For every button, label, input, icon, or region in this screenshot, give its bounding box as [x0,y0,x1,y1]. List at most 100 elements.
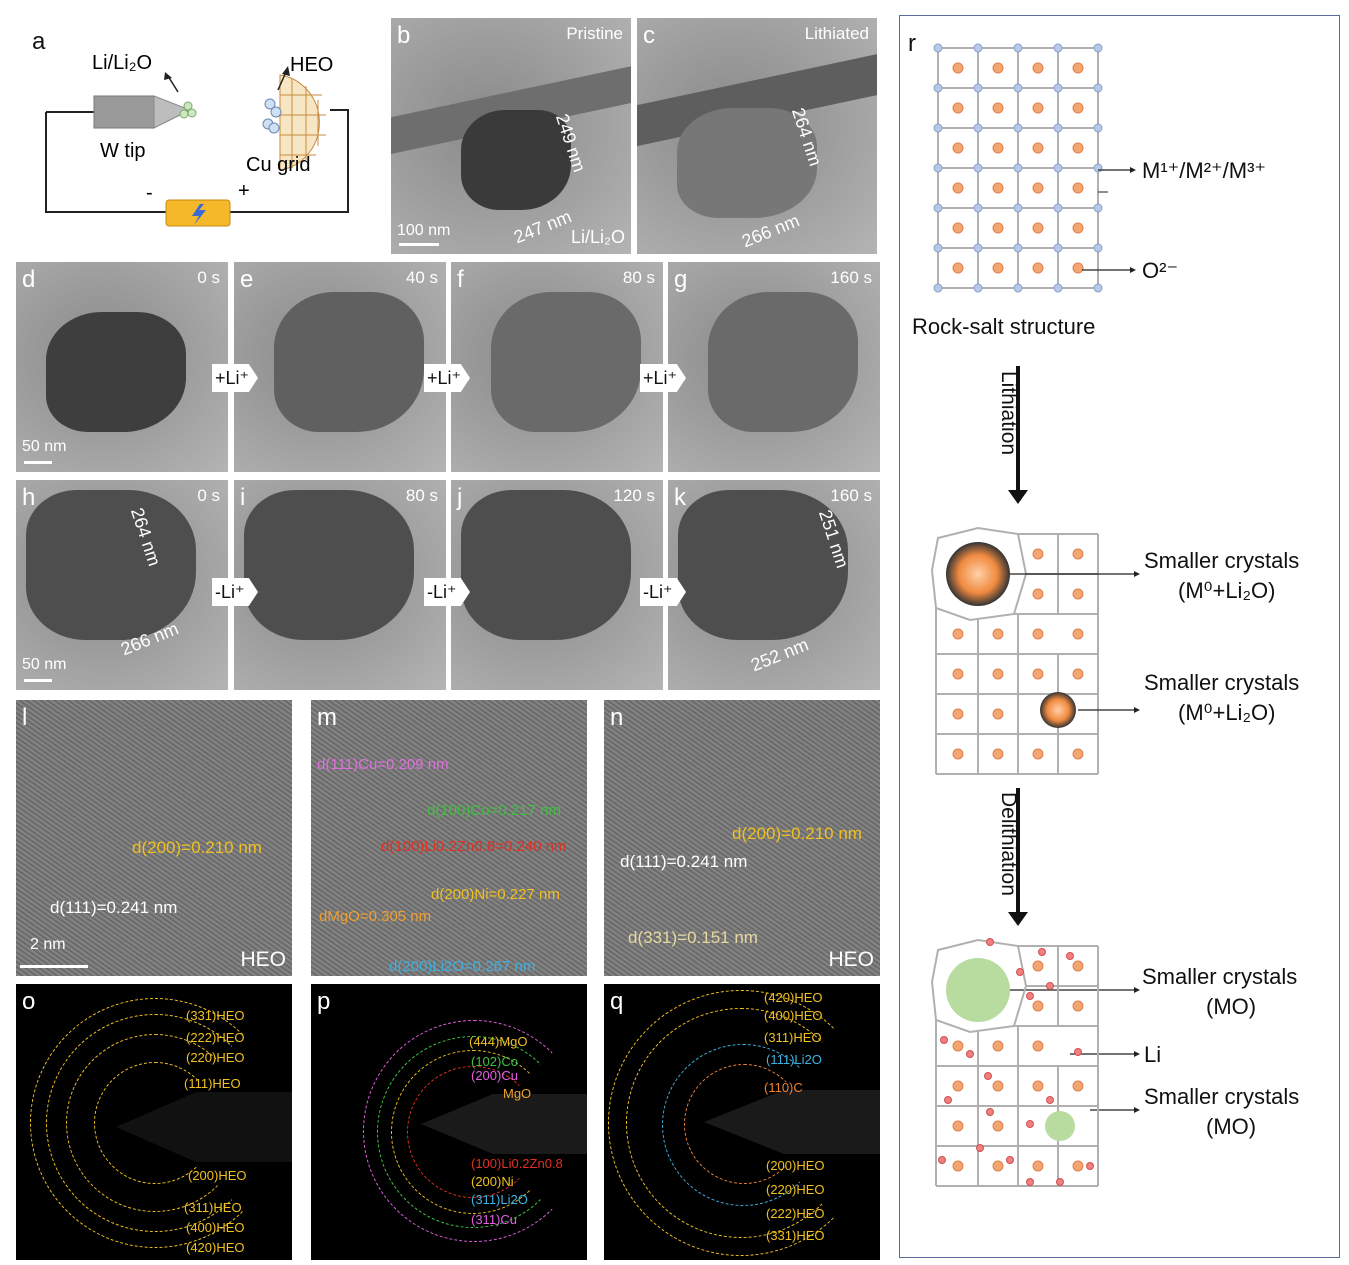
panel-m: m d(111)Cu=0.209 nm d(100)Co=0.217 nm d(… [311,700,587,976]
time-h: 0 s [197,486,220,505]
corner-label-b: Li/Li₂O [570,227,625,247]
ring-label-o-7: (420)HEO [186,1240,245,1255]
delithiation-arrow-1: -Li⁺ [212,578,258,606]
panel-j: j 120 s [451,480,663,690]
panel-label-f: f [457,266,464,293]
d331-label-n: d(331)=0.151 nm [628,928,758,947]
ring-p-4 [407,1066,539,1198]
panel-c: c Lithiated 264 nm 266 nm [637,18,877,254]
panel-label-r: r [908,30,916,57]
particle [491,292,641,432]
ring-label-o-3: (111)HEO [184,1076,241,1091]
heo-label: HEO [290,54,334,76]
particle [461,110,571,210]
time-f: 80 s [622,268,655,287]
d111-label-n: d(111)=0.241 nm [620,852,748,871]
particle [244,490,414,640]
ring-q-3 [662,1044,824,1206]
panel-b-title: Pristine [566,24,623,43]
ring-p-2 [377,1036,569,1228]
panel-h: h 0 s 264 nm 266 nm 50 nm [16,480,228,690]
ring-label-q-5: (200)HEO [766,1158,825,1173]
ring-p-1 [363,1020,585,1242]
d-cu-label: d(111)Cu=0.209 nm [317,756,449,773]
scale-bar-label-h: 50 nm [22,656,67,673]
cu-grid-label: Cu grid [246,154,311,176]
rock-salt-lattice [933,43,1108,293]
panel-label-m: m [317,704,337,731]
ring-label-o-0: (331)HEO [186,1008,245,1023]
delithiation-arrow-head [1008,912,1028,926]
crystal-label-4a: Smaller crystals [1144,1084,1300,1109]
panel-i: i 80 s [234,480,446,690]
ring-o-4 [94,1062,216,1184]
ring-label-q-0: (420)HEO [764,990,823,1005]
panel-label-o: o [22,988,36,1015]
ring-label-p-0: (444)MgO [469,1034,528,1049]
panel-g: g 160 s [668,262,880,472]
panel-label-n: n [610,704,624,731]
d111-label-l: d(111)=0.241 nm [50,898,178,917]
panel-label-a: a [32,28,46,55]
ring-label-q-3: (111)Li2O [766,1052,822,1067]
ring-label-p-6: (311)Li2O [471,1192,528,1207]
panel-label-j: j [457,484,463,511]
material-label-n: HEO [828,948,874,971]
time-k: 160 s [830,486,872,505]
panel-label-q: q [610,988,624,1015]
ring-q-1 [608,990,874,1256]
ring-label-o-1: (222)HEO [186,1030,245,1045]
ring-label-q-2: (311)HEO [764,1030,822,1045]
panel-f: f 80 s [451,262,663,472]
ring-label-q-1: (400)HEO [764,1008,823,1023]
lithiation-arrow-1: +Li⁺ [212,364,258,392]
ring-label-o-2: (220)HEO [186,1050,245,1065]
lithiation-arrow-3: +Li⁺ [640,364,686,392]
minus-label: - [146,182,153,204]
panel-label-i: i [240,484,246,511]
ring-label-q-6: (220)HEO [766,1182,825,1197]
scale-bar-label-b: 100 nm [397,222,451,239]
ring-q-2 [626,1008,856,1238]
crystal-label-4b: (MO) [1206,1114,1257,1139]
ring-label-p-3: MgO [503,1086,532,1101]
panel-label-d: d [22,266,36,293]
ring-label-q-4: (110)C [764,1080,803,1095]
ring-label-o-6: (400)HEO [186,1220,245,1235]
dim-252-k: 252 nm [748,634,812,676]
particle [461,490,631,640]
panel-label-b: b [397,22,411,49]
panel-label-e: e [240,266,254,293]
scale-bar-d [24,461,52,464]
w-tip-label: W tip [100,140,146,162]
ring-label-q-7: (222)HEO [766,1206,825,1221]
time-g: 160 s [830,268,872,287]
ring-p-3 [391,1050,555,1214]
lithiated-lattice [930,526,1099,775]
crystal-label-3a: Smaller crystals [1142,964,1298,989]
d-ni-label: d(200)Ni=0.227 nm [431,886,560,903]
particle [26,490,196,640]
scale-bar-label-l: 2 nm [30,936,66,953]
time-d: 0 s [197,268,220,287]
time-i: 80 s [405,486,438,505]
material-label-l: HEO [240,948,286,971]
d200-label-n: d(200)=0.210 nm [732,824,862,843]
pointer-lines-top [1082,167,1136,273]
panel-p: p (444)MgO (102)Co (200)Cu MgO (100)Li0.… [311,984,587,1260]
ring-label-q-8: (331)HEO [766,1228,825,1243]
time-e: 40 s [405,268,438,287]
panel-q: q (420)HEO (400)HEO (311)HEO (111)Li2O (… [604,984,880,1260]
delithiated-lattice [930,938,1099,1187]
panel-n: n d(200)=0.210 nm d(111)=0.241 nm d(331)… [604,700,880,976]
panel-b: b Pristine 249 nm 247 nm 100 nm Li/Li₂O [391,18,631,254]
particle [677,108,817,218]
panel-label-g: g [674,266,688,293]
crystal-label-1b: (M⁰+Li₂O) [1178,578,1276,603]
structure-label: Rock-salt structure [912,314,1096,339]
panel-l: l d(200)=0.210 nm d(111)=0.241 nm 2 nm H… [16,700,292,976]
particle [46,312,186,432]
panel-o: o (331)HEO (222)HEO (220)HEO (111)HEO (2… [16,984,292,1260]
panel-label-c: c [643,22,655,49]
delithiation-arrow [1016,788,1020,916]
